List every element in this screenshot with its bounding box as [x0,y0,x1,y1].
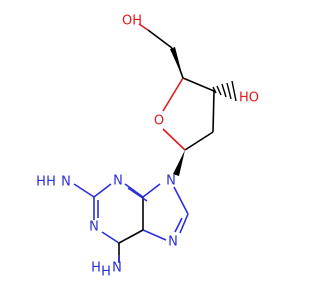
bond-n9-c8 [173,186,189,215]
label-hydroxyl-right: HO [239,91,259,106]
label-n3: N [113,174,123,189]
label-amine-bottom-n: N [112,261,122,276]
bond-c4-n9 [142,183,161,198]
label-hydroxyl-top: OH [122,14,142,29]
hash-c3-2 [216,85,222,96]
bond-c3-c2 [212,90,215,133]
bond-c4-n3 [124,183,144,198]
label-amine-left-h: H [36,175,46,190]
hash-c3-3 [221,83,227,98]
wedge-c1-n9 [173,150,185,176]
structure-svg: OH HO O N N N N H N H H N H [36,14,259,280]
bond-o-c4 [162,77,184,112]
label-amine-bottom-h: H [91,261,101,276]
bond-c4-c3 [182,77,215,92]
bond-c2-c1 [184,131,214,151]
label-n1: N [89,220,99,235]
bond-c5-o5 [147,29,173,49]
bond-c6-c5 [118,229,144,244]
bond-c5-o5-red [138,23,149,31]
bond-c4-n3-double [127,187,148,202]
molecule-diagram: OH HO O N N N N H N H H N H [36,14,259,280]
label-amine-left-n: N [61,175,71,190]
hash-c3-4 [226,82,232,100]
wedge-c4-c5 [170,47,183,78]
bond-c8-n7-double [174,217,183,233]
bond-n3-c2 [93,183,112,198]
bond-c1-o [162,128,186,151]
label-n7: N [168,235,178,250]
bond-c8-n7 [179,213,189,234]
bond-n1-c6 [101,231,120,244]
bond-c2-nh2 [73,183,95,198]
bond-n7-c5 [142,229,167,241]
label-amine-bottom-h2: H [101,265,111,280]
label-n9: N [166,174,176,189]
hash-c3-1 [212,86,217,94]
label-ring-oxygen: O [154,114,164,129]
label-amine-left-h2: H [46,175,56,190]
hash-c3-5 [231,80,237,102]
